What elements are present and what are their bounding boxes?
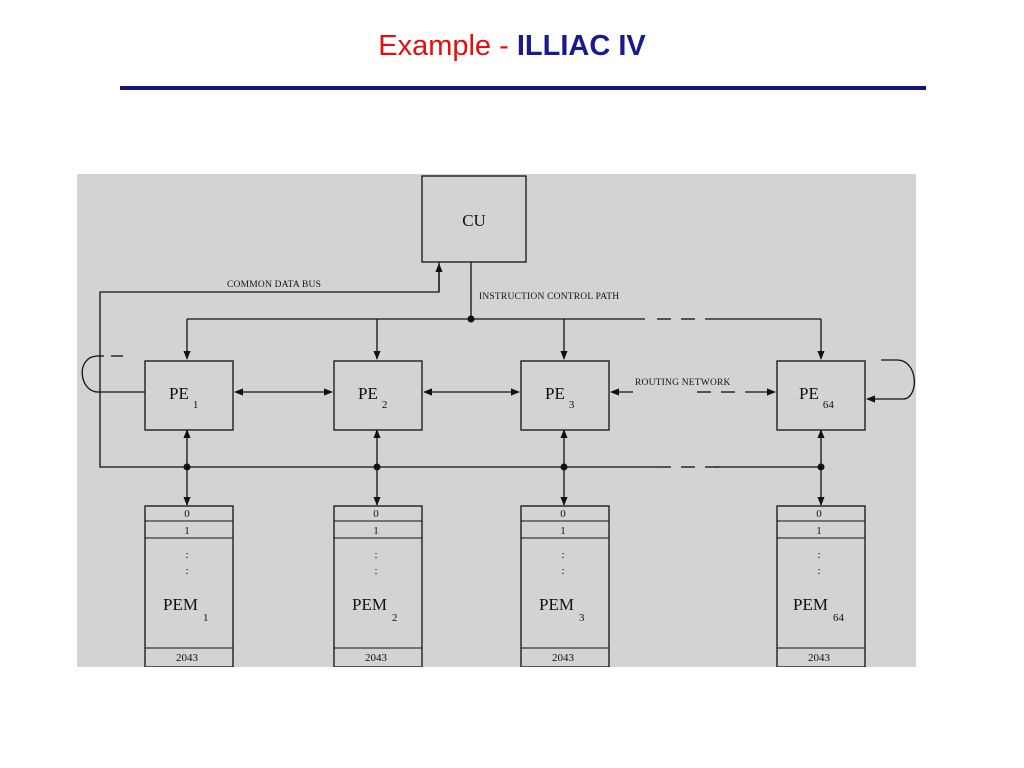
pem-index-3: 3 — [579, 612, 585, 624]
pem-name-2: PEM — [352, 595, 387, 614]
pem-row-last-64: 2043 — [808, 652, 831, 664]
routing-network-label: ROUTING NETWORK — [635, 378, 731, 388]
control-path-junction — [467, 315, 475, 323]
pem-ellipsis-b-3: : — [561, 565, 564, 577]
pem-block-3: 0 1 : : PEM 3 2043 — [520, 505, 610, 667]
pem-row-last-1: 2043 — [176, 652, 199, 664]
pem-ellipsis-b-1: : — [185, 565, 188, 577]
pe-index-64: 64 — [823, 399, 835, 411]
title-underline — [120, 86, 926, 90]
pe-name-64: PE — [799, 384, 819, 403]
pe-label-64: PE 64 — [799, 384, 834, 411]
pem-name-64: PEM — [793, 595, 828, 614]
pem-index-64: 64 — [833, 612, 845, 624]
pem-ellipsis-b-2: : — [374, 565, 377, 577]
pem-block-2: 0 1 : : PEM 2 2043 — [333, 505, 423, 667]
common-data-bus-label: COMMON DATA BUS — [227, 280, 321, 290]
slide-title: Example - ILLIAC IV — [0, 26, 1024, 66]
pem-block-1: 0 1 : : PEM 1 2043 — [144, 505, 234, 667]
title-separator: - — [499, 30, 509, 62]
pe-index-3: 3 — [569, 399, 575, 411]
pe-label-2: PE 2 — [358, 384, 387, 411]
pem-row-first-2: 0 — [373, 508, 379, 520]
pem-ellipsis-a-64: : — [817, 549, 820, 561]
pem-row-second-3: 1 — [560, 525, 566, 537]
illiac-diagram: CU COMMON DATA BUS INSTRUCTION CONTROL P… — [81, 175, 915, 667]
pe-box-64 — [776, 360, 866, 431]
pem-label-64: PEM 64 — [793, 595, 844, 624]
pem-label-1: PEM 1 — [163, 595, 208, 624]
bus-junction-3 — [560, 463, 568, 471]
control-unit-label: CU — [462, 211, 486, 230]
common-data-bus — [99, 262, 824, 469]
pem-ellipsis-b-64: : — [817, 565, 820, 577]
title-main: ILLIAC IV — [516, 30, 646, 62]
pe-box-3 — [520, 360, 610, 431]
pem-ellipsis-a-3: : — [561, 549, 564, 561]
instruction-control-path — [183, 262, 825, 360]
pe-index-1: 1 — [193, 399, 199, 411]
bus-junction-64 — [817, 463, 825, 471]
pem-label-2: PEM 2 — [352, 595, 397, 624]
control-unit-box — [421, 175, 527, 263]
pe-label-1: PE 1 — [169, 384, 198, 411]
pem-row-last-3: 2043 — [552, 652, 575, 664]
pe-label-3: PE 3 — [545, 384, 575, 411]
pem-row-last-2: 2043 — [365, 652, 388, 664]
pem-label-3: PEM 3 — [539, 595, 585, 624]
bus-junction-1 — [183, 463, 191, 471]
pem-name-3: PEM — [539, 595, 574, 614]
pem-row-first-1: 0 — [184, 508, 190, 520]
pem-ellipsis-a-1: : — [185, 549, 188, 561]
diagram-background — [77, 174, 916, 667]
pem-block-64: 0 1 : : PEM 64 2043 — [776, 505, 866, 667]
pem-index-1: 1 — [203, 612, 209, 624]
routing-network — [81, 355, 915, 403]
pem-ellipsis-a-2: : — [374, 549, 377, 561]
pem-name-1: PEM — [163, 595, 198, 614]
pe-name-3: PE — [545, 384, 565, 403]
pem-index-2: 2 — [392, 612, 398, 624]
pem-row-second-2: 1 — [373, 525, 379, 537]
pe-index-2: 2 — [382, 399, 388, 411]
bus-junction-2 — [373, 463, 381, 471]
pe-box-1 — [144, 360, 234, 431]
pem-row-second-64: 1 — [816, 525, 822, 537]
pem-row-second-1: 1 — [184, 525, 190, 537]
instruction-control-path-label: INSTRUCTION CONTROL PATH — [479, 292, 619, 302]
pe-box-2 — [333, 360, 423, 431]
pem-row-first-64: 0 — [816, 508, 822, 520]
pem-row-first-3: 0 — [560, 508, 566, 520]
title-prefix: Example — [378, 30, 492, 62]
pe-name-1: PE — [169, 384, 189, 403]
pe-name-2: PE — [358, 384, 378, 403]
